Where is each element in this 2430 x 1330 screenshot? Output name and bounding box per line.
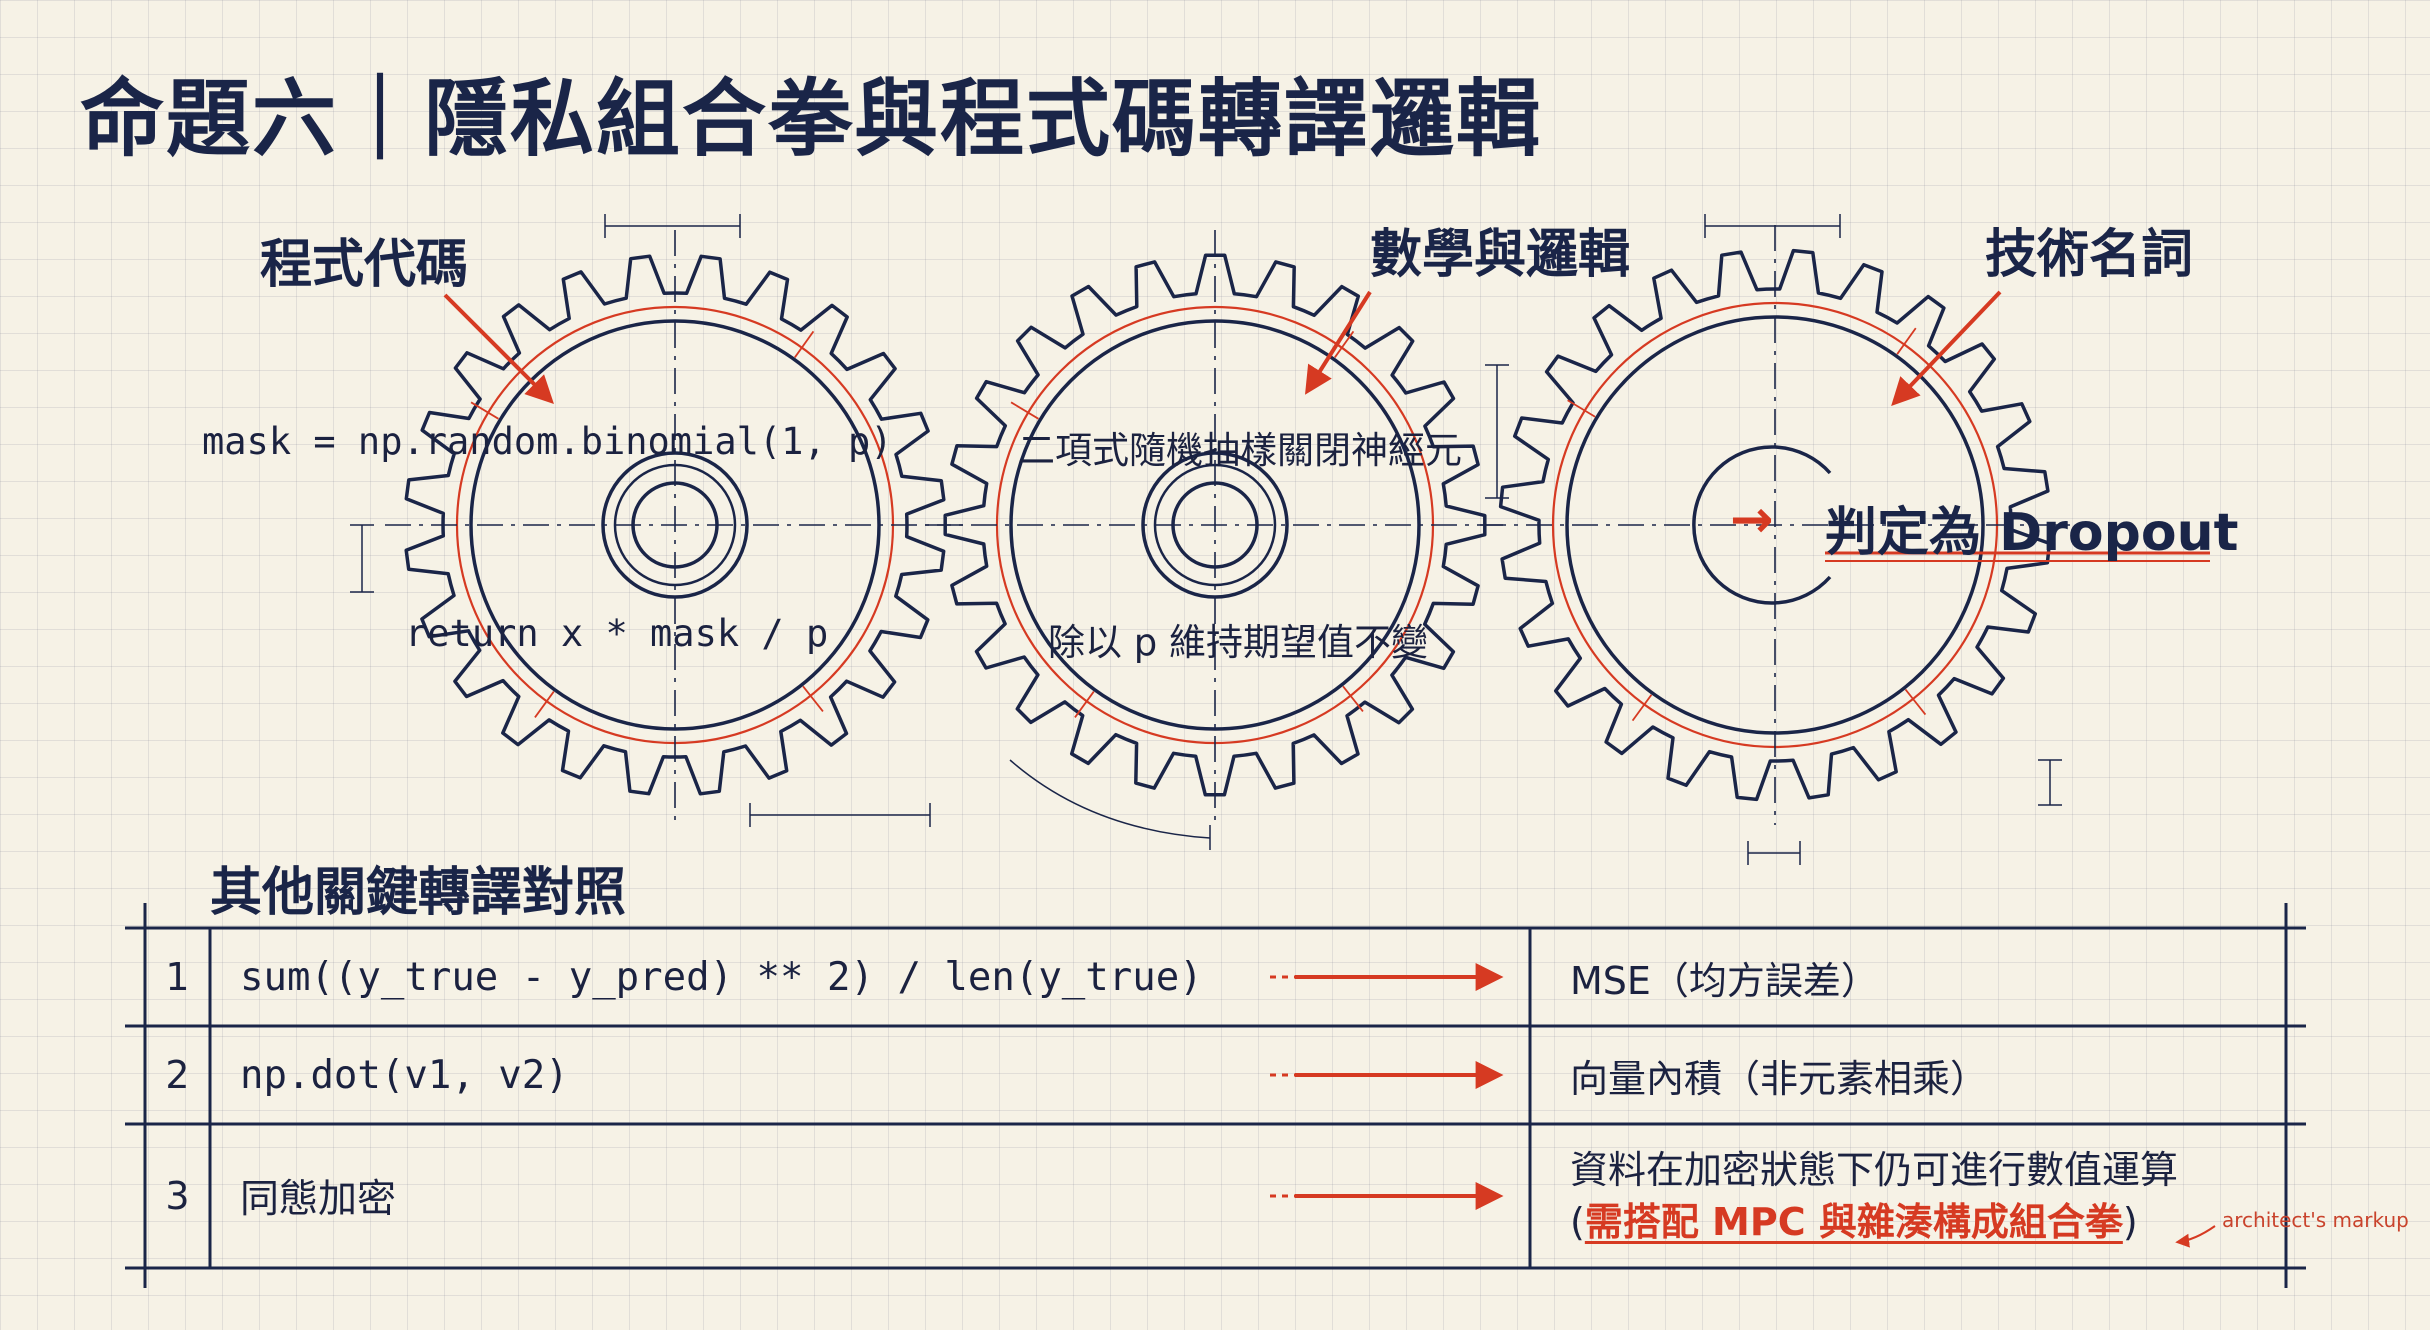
pitch-tick xyxy=(1896,327,1917,355)
hub-outer xyxy=(1141,451,1289,599)
gear-label-code: 程式代碼 xyxy=(260,235,469,295)
pitch-tick xyxy=(1334,330,1355,358)
row-number: 2 xyxy=(165,1053,190,1097)
row-number: 3 xyxy=(165,1174,190,1218)
table-title: 其他關鍵轉譯對照 xyxy=(210,863,627,923)
row-code: sum((y_true - y_pred) ** 2) / len(y_true… xyxy=(240,954,1203,1000)
table-row: 2 np.dot(v1, v2) 向量內積（非元素相乘） xyxy=(145,1026,2286,1124)
architect-markup-note: architect's markup xyxy=(2222,1208,2409,1232)
pitch-tick xyxy=(794,330,815,358)
paren-close: ) xyxy=(2122,1200,2138,1244)
gear-code-line-1: mask = np.random.binomial(1, p) xyxy=(202,420,893,463)
pitch-tick xyxy=(802,685,824,712)
row-number: 1 xyxy=(165,955,190,999)
hub-bore xyxy=(1171,481,1259,569)
markup-arrow xyxy=(2175,1225,2216,1248)
pitch-tick xyxy=(1567,399,1596,418)
row-result: 資料在加密狀態下仍可進行數值運算 (需搭配 MPC 與雜湊構成組合拳) xyxy=(1570,1124,2178,1268)
row-result-line-2: (需搭配 MPC 與雜湊構成組合拳) xyxy=(1570,1196,2138,1248)
gear-code-line-2: return x * mask / p xyxy=(405,612,829,655)
hub-outer xyxy=(601,451,749,599)
pitch-tick xyxy=(470,401,499,420)
row-code: np.dot(v1, v2) xyxy=(240,1052,569,1098)
gear-label-term: 技術名詞 xyxy=(1985,225,2194,285)
pitch-tick xyxy=(1631,694,1653,722)
pitch-tick xyxy=(534,691,555,718)
gear-teeth xyxy=(943,253,1487,797)
gear-label-math: 數學與邏輯 xyxy=(1370,225,1631,285)
arc-dimension xyxy=(1009,759,1211,839)
table-row: 1 sum((y_true - y_pred) ** 2) / len(y_tr… xyxy=(145,928,2286,1026)
gear-middle xyxy=(925,230,1505,820)
hub-ring xyxy=(1153,463,1277,587)
hub-open-ring xyxy=(1692,445,1832,605)
row-code: 同態加密 xyxy=(240,1177,397,1222)
gear-result-dropout: 判定為 Dropout xyxy=(1825,503,2239,563)
hub-ring xyxy=(613,463,737,587)
arrow-math xyxy=(1305,290,1372,395)
gear-right xyxy=(1480,225,2070,825)
gear-math-line-1: 二項式隨機抽樣關閉神經元 xyxy=(1018,429,1462,472)
pitch-tick xyxy=(1904,688,1927,716)
pitch-tick xyxy=(1010,401,1039,420)
arrow-term xyxy=(1891,290,2002,407)
pitch-tick xyxy=(1342,685,1364,712)
result-arrow-icon: → xyxy=(1730,490,1774,550)
row-result-line-1: 資料在加密狀態下仍可進行數值運算 xyxy=(1570,1148,2179,1192)
row-result: MSE（均方誤差） xyxy=(1570,958,1879,1003)
pitch-tick xyxy=(1074,691,1095,718)
gear-left xyxy=(385,230,965,820)
arrow-code xyxy=(443,293,554,404)
gear-teeth xyxy=(1498,248,2052,802)
row-result-emphasis: 需搭配 MPC 與雜湊構成組合拳 xyxy=(1584,1200,2123,1244)
paren-open: ( xyxy=(1570,1200,1585,1244)
gear-math-line-2: 除以 p 維持期望值不變 xyxy=(1048,621,1429,664)
row-result: 向量內積（非元素相乘） xyxy=(1570,1056,1989,1101)
hub-bore xyxy=(631,481,719,569)
gear-teeth xyxy=(404,254,946,796)
table-row: 3 同態加密 資料在加密狀態下仍可進行數值運算 (需搭配 MPC 與雜湊構成組合… xyxy=(145,1124,2286,1268)
page-title: 命題六｜隱私組合拳與程式碼轉譯邏輯 xyxy=(80,70,1543,168)
